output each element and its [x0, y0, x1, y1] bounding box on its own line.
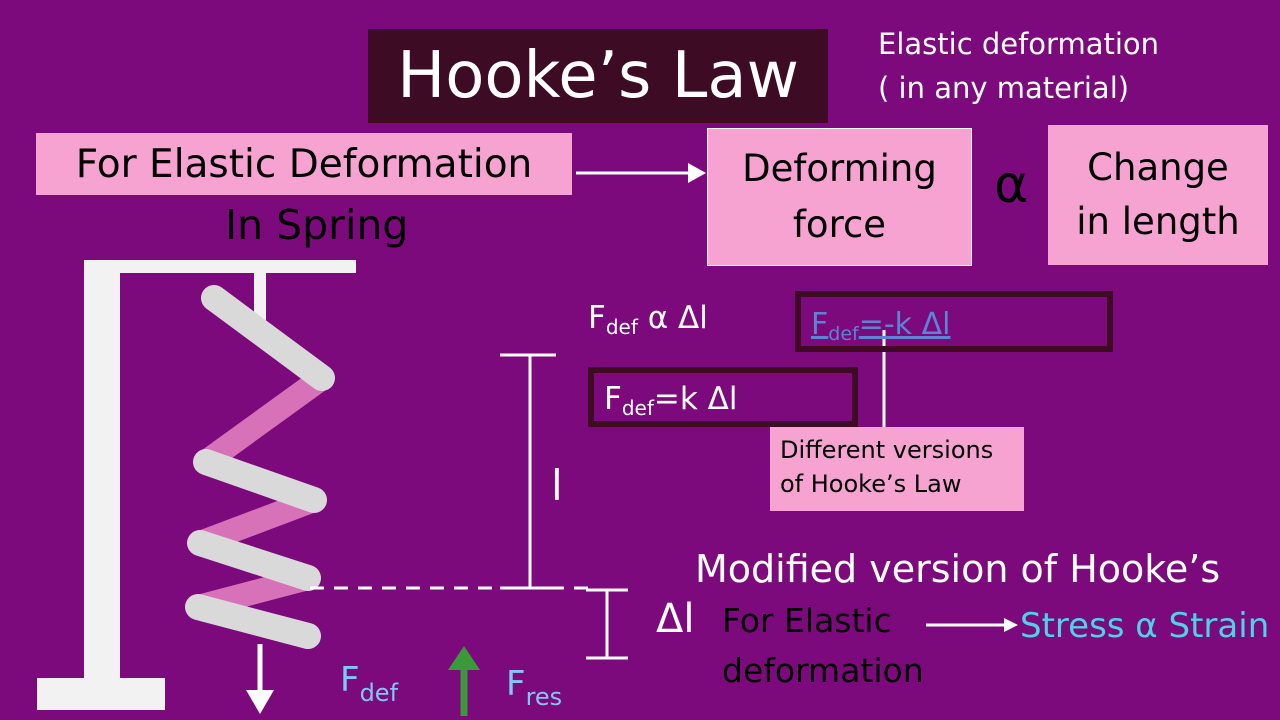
- change-line1: Change: [1087, 146, 1229, 189]
- elastic-note: Elastic deformation ( in any material): [878, 22, 1159, 110]
- length-label: l: [551, 461, 563, 510]
- deforming-force-line2: force: [792, 203, 887, 246]
- restoring-force-label: Fres: [506, 664, 562, 711]
- formula-positive-box: Fdef=k Δl: [588, 367, 858, 427]
- versions-line1: Different versions: [780, 436, 994, 464]
- stand-pole: [84, 260, 120, 682]
- deforming-force-label: Fdef: [340, 660, 398, 707]
- spring-heading: In Spring: [225, 201, 409, 249]
- modified-heading: Modified version of Hooke’s: [695, 547, 1221, 591]
- stand-top-bar: [84, 260, 356, 273]
- elastic-deformation-box: For Elastic Deformation: [36, 133, 572, 195]
- formula-positive: Fdef=k Δl: [604, 381, 738, 420]
- spring-hook: [254, 272, 266, 322]
- stand-base: [37, 678, 165, 710]
- formula-positive-rest: =k Δl: [653, 381, 738, 417]
- arrow-down-icon: [246, 644, 274, 714]
- formula-proportional-sub: def: [605, 315, 638, 339]
- formula-proportional-rest: α Δl: [637, 300, 708, 336]
- change-in-length-box: Change in length: [1048, 125, 1268, 265]
- arrow-right-icon: [576, 163, 706, 183]
- fres-F: F: [506, 664, 526, 704]
- proportional-symbol: α: [994, 155, 1029, 215]
- elastic-deformation-line2: deformation: [722, 651, 924, 690]
- formula-positive-F: F: [604, 381, 622, 417]
- formula-negative-sub: def: [828, 323, 859, 345]
- formula-negative-rest: =-k Δl: [858, 307, 951, 342]
- formula-proportional: Fdef α Δl: [588, 300, 708, 339]
- versions-callout: Different versions of Hooke’s Law: [770, 427, 1024, 511]
- fdef-sub: def: [359, 679, 399, 707]
- versions-line2: of Hooke’s Law: [780, 470, 962, 498]
- arrow-right-small-icon: [926, 618, 1018, 632]
- formula-negative: Fdef=-k Δl: [811, 307, 950, 345]
- length-dimension: [500, 353, 556, 590]
- formula-negative-box: Fdef=-k Δl: [795, 291, 1113, 352]
- extension-dimension: [586, 588, 628, 660]
- formula-negative-F: F: [811, 307, 829, 342]
- stress-strain-text: Stress α Strain: [1020, 606, 1270, 646]
- formula-proportional-F: F: [588, 300, 606, 336]
- elastic-deformation-line1: For Elastic: [722, 601, 892, 640]
- deforming-force-box: Deforming force: [707, 128, 972, 266]
- change-line2: in length: [1076, 200, 1240, 243]
- formula-positive-sub: def: [621, 396, 654, 420]
- extension-label: Δl: [656, 596, 695, 642]
- deforming-force-line1: Deforming: [742, 147, 937, 190]
- arrow-up-icon: [448, 646, 480, 716]
- elastic-deformation-text: For Elastic deformation: [722, 596, 924, 696]
- elastic-note-line2: ( in any material): [878, 71, 1130, 105]
- fdef-F: F: [340, 660, 360, 700]
- fres-sub: res: [525, 683, 563, 711]
- spring-front-coils: [185, 285, 335, 649]
- page-title: Hooke’s Law: [368, 29, 828, 123]
- elastic-note-line1: Elastic deformation: [878, 27, 1160, 61]
